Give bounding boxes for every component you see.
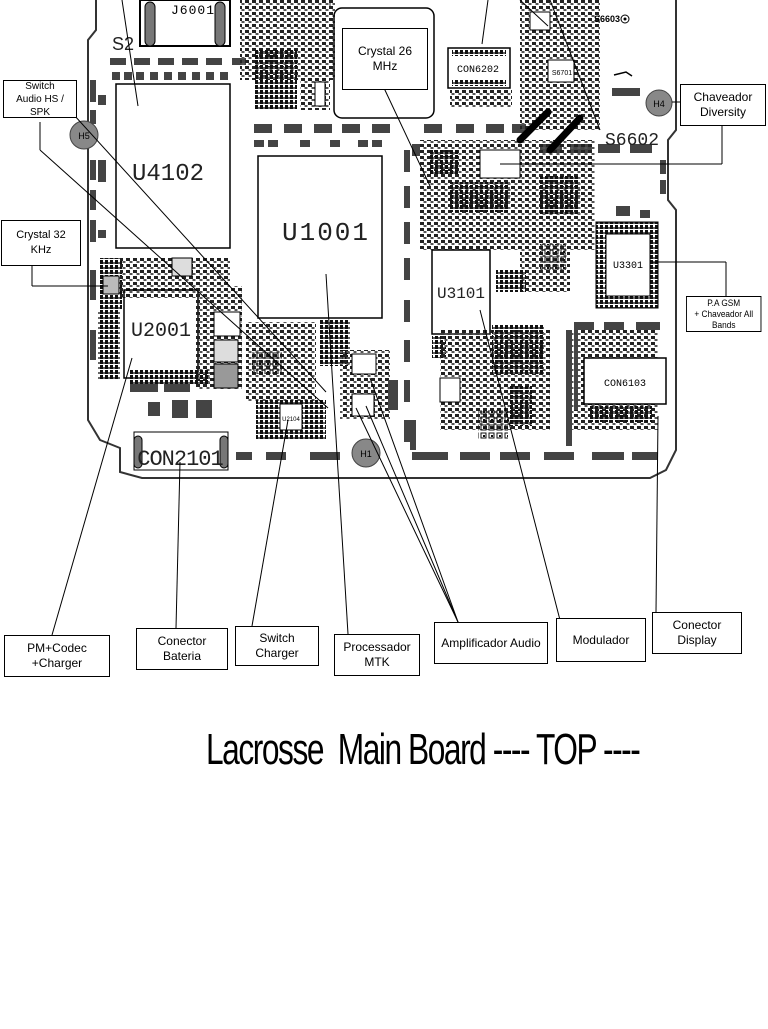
callout-crystal-32khz-text: Crystal 32 KHz: [16, 229, 66, 256]
j6001-label: J6001: [171, 3, 215, 18]
callout-pa-gsm-text: P.A GSM + Chaveador All Bands: [694, 297, 754, 330]
u3101-label: U3101: [437, 285, 485, 303]
con2101-connector: CON2101: [133, 431, 229, 472]
callout-processador-mtk: Processador MTK: [334, 634, 420, 676]
h5-hole: [69, 120, 99, 150]
callout-pm-codec-text: PM+Codec +Charger: [27, 641, 87, 670]
h4-hole: [645, 89, 673, 117]
con6103-connector: CON6103: [566, 330, 667, 430]
u2104-label: U2104: [282, 417, 300, 423]
u3301-label: U3301: [613, 261, 643, 272]
diagram-title: Lacrosse Main Board ---- TOP ----: [206, 725, 641, 774]
callout-processador-mtk-text: Processador MTK: [343, 640, 411, 669]
u4102-chip: [115, 83, 231, 249]
h1-label: H1: [360, 449, 372, 459]
h1-hole: [351, 438, 381, 468]
pad-column-left: [90, 80, 106, 360]
callout-conector-bateria-text: Conector Bateria: [157, 634, 207, 663]
callout-conector-display-text: Conector Display: [672, 618, 722, 647]
callout-chaveador-diversity: Chaveador Diversity: [680, 84, 766, 126]
con6103-label: CON6103: [604, 379, 646, 390]
s6603-label: S6603: [594, 14, 620, 24]
con6202-connector: CON6202: [447, 47, 512, 108]
s6602-label: S6602: [605, 131, 659, 151]
s2-label: S2: [112, 34, 134, 54]
con2101-label: CON2101: [137, 447, 223, 472]
callout-conector-display: Conector Display: [652, 612, 742, 654]
callout-switch-charger: Switch Charger: [235, 626, 319, 666]
callout-switch-charger-text: Switch Charger: [255, 631, 299, 660]
u1001-chip: [257, 155, 383, 319]
callout-pm-codec: PM+Codec +Charger: [4, 635, 110, 677]
callout-switch-audio-text: Switch Audio HS / SPK: [16, 80, 64, 118]
con6202-label: CON6202: [457, 65, 499, 76]
callout-amplificador-audio: Amplificador Audio: [434, 622, 548, 664]
svg-text:S6701: S6701: [552, 70, 572, 77]
j6001-connector: J6001: [139, 0, 231, 47]
callout-amplificador-audio-text: Amplificador Audio: [441, 635, 541, 650]
callout-modulador: Modulador: [556, 618, 646, 662]
h5-label: H5: [78, 131, 90, 141]
callout-chaveador-diversity-text: Chaveador Diversity: [693, 90, 753, 119]
callout-conector-bateria: Conector Bateria: [136, 628, 228, 670]
crystal-26-outline: [333, 7, 435, 119]
callout-switch-audio: Switch Audio HS / SPK: [3, 80, 77, 118]
pad-row-top: [110, 58, 246, 80]
u4102-label: U4102: [132, 161, 204, 188]
callout-pa-gsm: P.A GSM + Chaveador All Bands: [686, 296, 762, 332]
h4-label: H4: [653, 99, 665, 109]
u1001-label: U1001: [282, 218, 370, 248]
callout-crystal-32khz: Crystal 32 KHz: [1, 220, 81, 266]
u2001-label: U2001: [131, 320, 191, 343]
leader-lines: [31, 0, 727, 636]
callout-crystal-26mhz-text: Crystal 26 MHz: [357, 44, 413, 73]
callout-crystal-26mhz: Crystal 26 MHz: [342, 28, 428, 90]
callout-modulador-text: Modulador: [572, 632, 630, 647]
